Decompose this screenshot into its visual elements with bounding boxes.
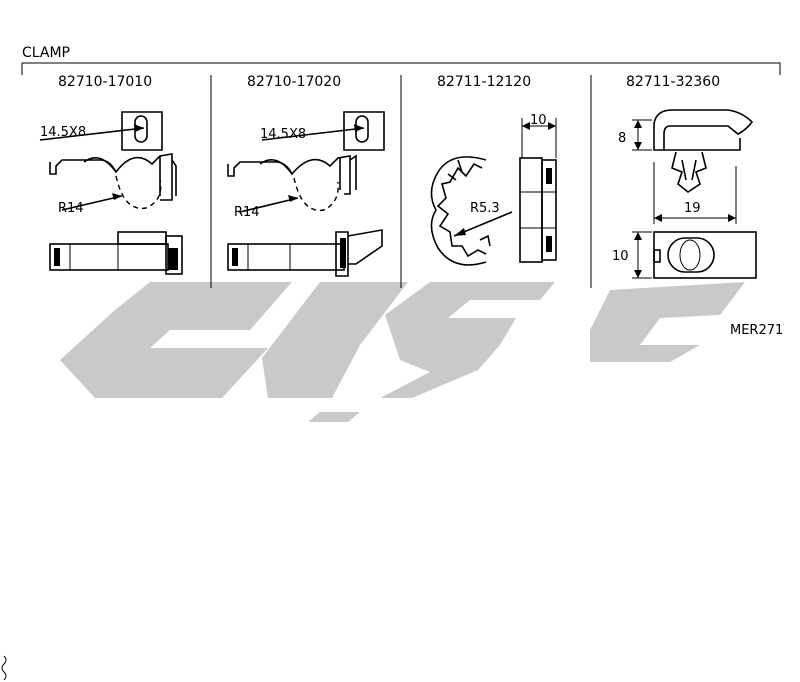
reference-code: MER271 [730,323,783,338]
watermark-logo [60,282,745,422]
part-number-4: 82711-32360 [626,74,720,90]
radius-label-3: R5.3 [470,201,500,216]
part-number-3: 82711-12120 [437,74,531,90]
part-number-1: 82710-17010 [58,74,152,90]
radius-label-1: R14 [58,201,84,216]
slot-label-2: 14.5X8 [260,127,306,142]
corner-mark [1,655,7,681]
slot-label-1: 14.5X8 [40,125,86,140]
clamp-drawing-1 [39,111,183,275]
clamp-title: CLAMP [22,45,70,61]
clamp-drawing-3 [430,118,557,266]
clamp-drawing-4 [632,109,757,279]
base-height-label-4: 10 [612,249,629,264]
height-label-4: 8 [618,131,626,146]
width-label-3: 10 [530,113,547,128]
radius-label-2: R14 [234,205,260,220]
width-label-4: 19 [684,201,701,216]
clamp-drawing-2 [227,111,385,277]
header-bracket [21,62,781,75]
part-number-2: 82710-17020 [247,74,341,90]
